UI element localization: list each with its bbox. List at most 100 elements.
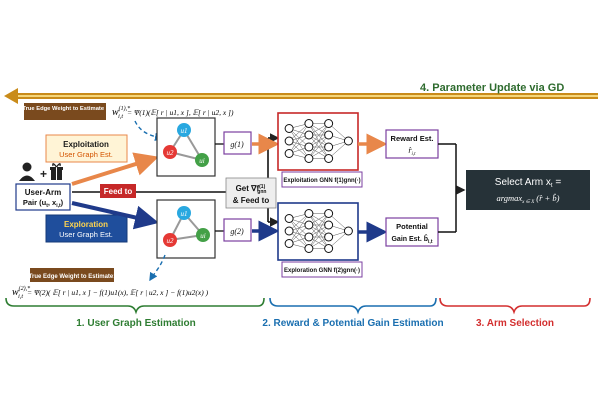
nn-edge xyxy=(308,123,329,148)
get-gradient-line2: & Feed to xyxy=(233,196,270,205)
exploration-title: Exploration xyxy=(64,220,108,229)
gift-arm-icon xyxy=(50,163,63,180)
nn-neuron xyxy=(304,244,314,253)
nn-edge xyxy=(288,134,310,154)
reward-est-line2: r̂i,t xyxy=(408,146,416,157)
node-label-u1-b: u1 xyxy=(181,210,188,218)
gain-est-line2: Gain Est. b̂i,t xyxy=(391,234,432,245)
nn-edge xyxy=(288,224,310,244)
nn-edge xyxy=(308,213,329,238)
get-gradient-line1: Get ∇f(1)gnn xyxy=(236,184,267,195)
section-1-label: 1. User Graph Estimation xyxy=(76,318,195,329)
node-label-u2: u2 xyxy=(167,149,175,157)
nn-neuron xyxy=(324,142,334,152)
true-edge-top: True Edge Weight to Estimate : w(1),*i,t… xyxy=(22,103,234,141)
nn-edge xyxy=(308,134,329,159)
true-edge-bottom-tag: True Edge Weight to Estimate: xyxy=(29,274,116,280)
graph-g1-label: g(1) xyxy=(230,140,244,149)
nn-neuron xyxy=(304,232,314,242)
nn-neuron xyxy=(304,119,314,128)
nn-neuron xyxy=(304,130,314,140)
gnn-exploration: Exploration GNN f(2)gnn(·) xyxy=(277,202,363,278)
graph-node-ui xyxy=(195,153,209,167)
graph-node-u1-b xyxy=(177,206,191,220)
nn-neuron xyxy=(343,136,353,146)
node-label-ui-b: ui xyxy=(200,232,206,240)
nn-neuron xyxy=(284,214,294,223)
plus-icon: + xyxy=(40,167,47,181)
section-3-label: 3. Arm Selection xyxy=(476,318,554,329)
section-2-label: 2. Reward & Potential Gain Estimation xyxy=(262,318,443,329)
nn-neuron xyxy=(324,244,334,253)
user-icon xyxy=(19,162,35,181)
user-graph-top: u1 u2 ui xyxy=(156,117,216,177)
nn-edge xyxy=(288,218,310,249)
exploration-flow-arrow xyxy=(71,201,159,230)
reward-est-line1: Reward Est. xyxy=(391,134,434,143)
nn-neuron xyxy=(343,226,353,236)
nn-neuron xyxy=(324,232,334,242)
user-arm-pair: + User-Arm Pair (ut, xi,t) xyxy=(15,162,71,211)
nn-network-top xyxy=(284,119,353,163)
nn-neuron xyxy=(324,209,334,218)
graph-g2-box: g(2) xyxy=(215,218,252,242)
nn-neuron xyxy=(324,130,334,140)
select-arm-line1: Select Arm xt = xyxy=(495,177,562,189)
nn-edge xyxy=(288,213,310,244)
feed-to-label: Feed to xyxy=(104,187,133,196)
nn-neuron xyxy=(304,209,314,218)
gnn-exploitation-label: Exploitation GNN f(1)gnn(·) xyxy=(283,178,360,184)
nn-edge xyxy=(288,128,310,159)
nn-neuron xyxy=(284,239,294,248)
exploration-subtitle: User Graph Est. xyxy=(59,230,113,239)
parameter-update-arrow: 4. Parameter Update via GD xyxy=(4,82,598,104)
graph-g2-label: g(2) xyxy=(230,227,244,236)
select-arm-line2: argmaxx ∈ X(r̂ + b̂) xyxy=(496,192,559,205)
nn-neuron xyxy=(324,154,334,163)
user-graph-bottom: u1 u2 ui xyxy=(156,199,216,259)
graph-node-u1 xyxy=(177,123,191,137)
nn-neuron xyxy=(304,220,314,230)
node-label-u2-b: u2 xyxy=(167,237,175,245)
nn-neuron xyxy=(324,220,334,230)
merge-connector xyxy=(438,143,466,233)
gain-est-box: Potential Gain Est. b̂i,t xyxy=(385,217,439,247)
nn-neuron xyxy=(304,142,314,152)
true-edge-top-tag: True Edge Weight to Estimate : xyxy=(22,106,107,112)
nn-neuron xyxy=(284,136,294,146)
graph-node-u2-b xyxy=(163,233,177,247)
node-label-u1: u1 xyxy=(181,127,188,135)
true-edge-top-formula: w(1),*i,t= Ψ(1)(𝔼[ r | u1, x ], 𝔼[ r | u… xyxy=(112,105,234,120)
exploitation-title: Exploitation xyxy=(63,140,109,149)
nn-edge xyxy=(288,123,310,154)
exploitation-graph-est-box: Exploitation User Graph Est. xyxy=(45,134,128,163)
true-edge-bottom: True Edge Weight to Estimate: w(2),*i,t=… xyxy=(12,254,209,300)
true-edge-bottom-formula: w(2),*i,t= Ψ(2)( 𝔼[ r | u1, x ] − f(1)u1… xyxy=(12,285,209,300)
graph-node-u2 xyxy=(163,145,177,159)
nn-edge xyxy=(308,213,329,249)
get-gradient-box: Get ∇f(1)gnn & Feed to xyxy=(225,177,277,209)
section-braces xyxy=(5,297,591,315)
exploration-graph-est-box: Exploration User Graph Est. xyxy=(45,214,128,243)
select-arm-box: Select Arm xt = argmaxx ∈ X(r̂ + b̂) xyxy=(466,170,590,210)
gnn-exploration-label: Exploration GNN f(2)gnn(·) xyxy=(284,268,360,274)
nn-edge xyxy=(308,224,329,249)
reward-est-box: Reward Est. r̂i,t xyxy=(385,129,439,159)
parameter-update-label: 4. Parameter Update via GD xyxy=(420,82,564,94)
user-arm-label-2: Pair (ut, xi,t) xyxy=(23,198,64,209)
nn-neuron xyxy=(284,149,294,158)
exploitation-flow-arrow xyxy=(71,152,159,186)
nn-neuron xyxy=(284,124,294,133)
graph-node-ui-b xyxy=(196,228,210,242)
gnn-exploitation: Exploitation GNN f(1)gnn(·) xyxy=(277,112,363,188)
gain-est-line1: Potential xyxy=(396,222,428,231)
nn-neuron xyxy=(304,154,314,163)
nn-neuron xyxy=(324,119,334,128)
user-arm-label-1: User-Arm xyxy=(25,188,61,197)
nn-neuron xyxy=(284,226,294,236)
graph-g1-box: g(1) xyxy=(215,131,252,155)
nn-network-bottom xyxy=(284,209,353,253)
exploitation-subtitle: User Graph Est. xyxy=(59,150,113,159)
